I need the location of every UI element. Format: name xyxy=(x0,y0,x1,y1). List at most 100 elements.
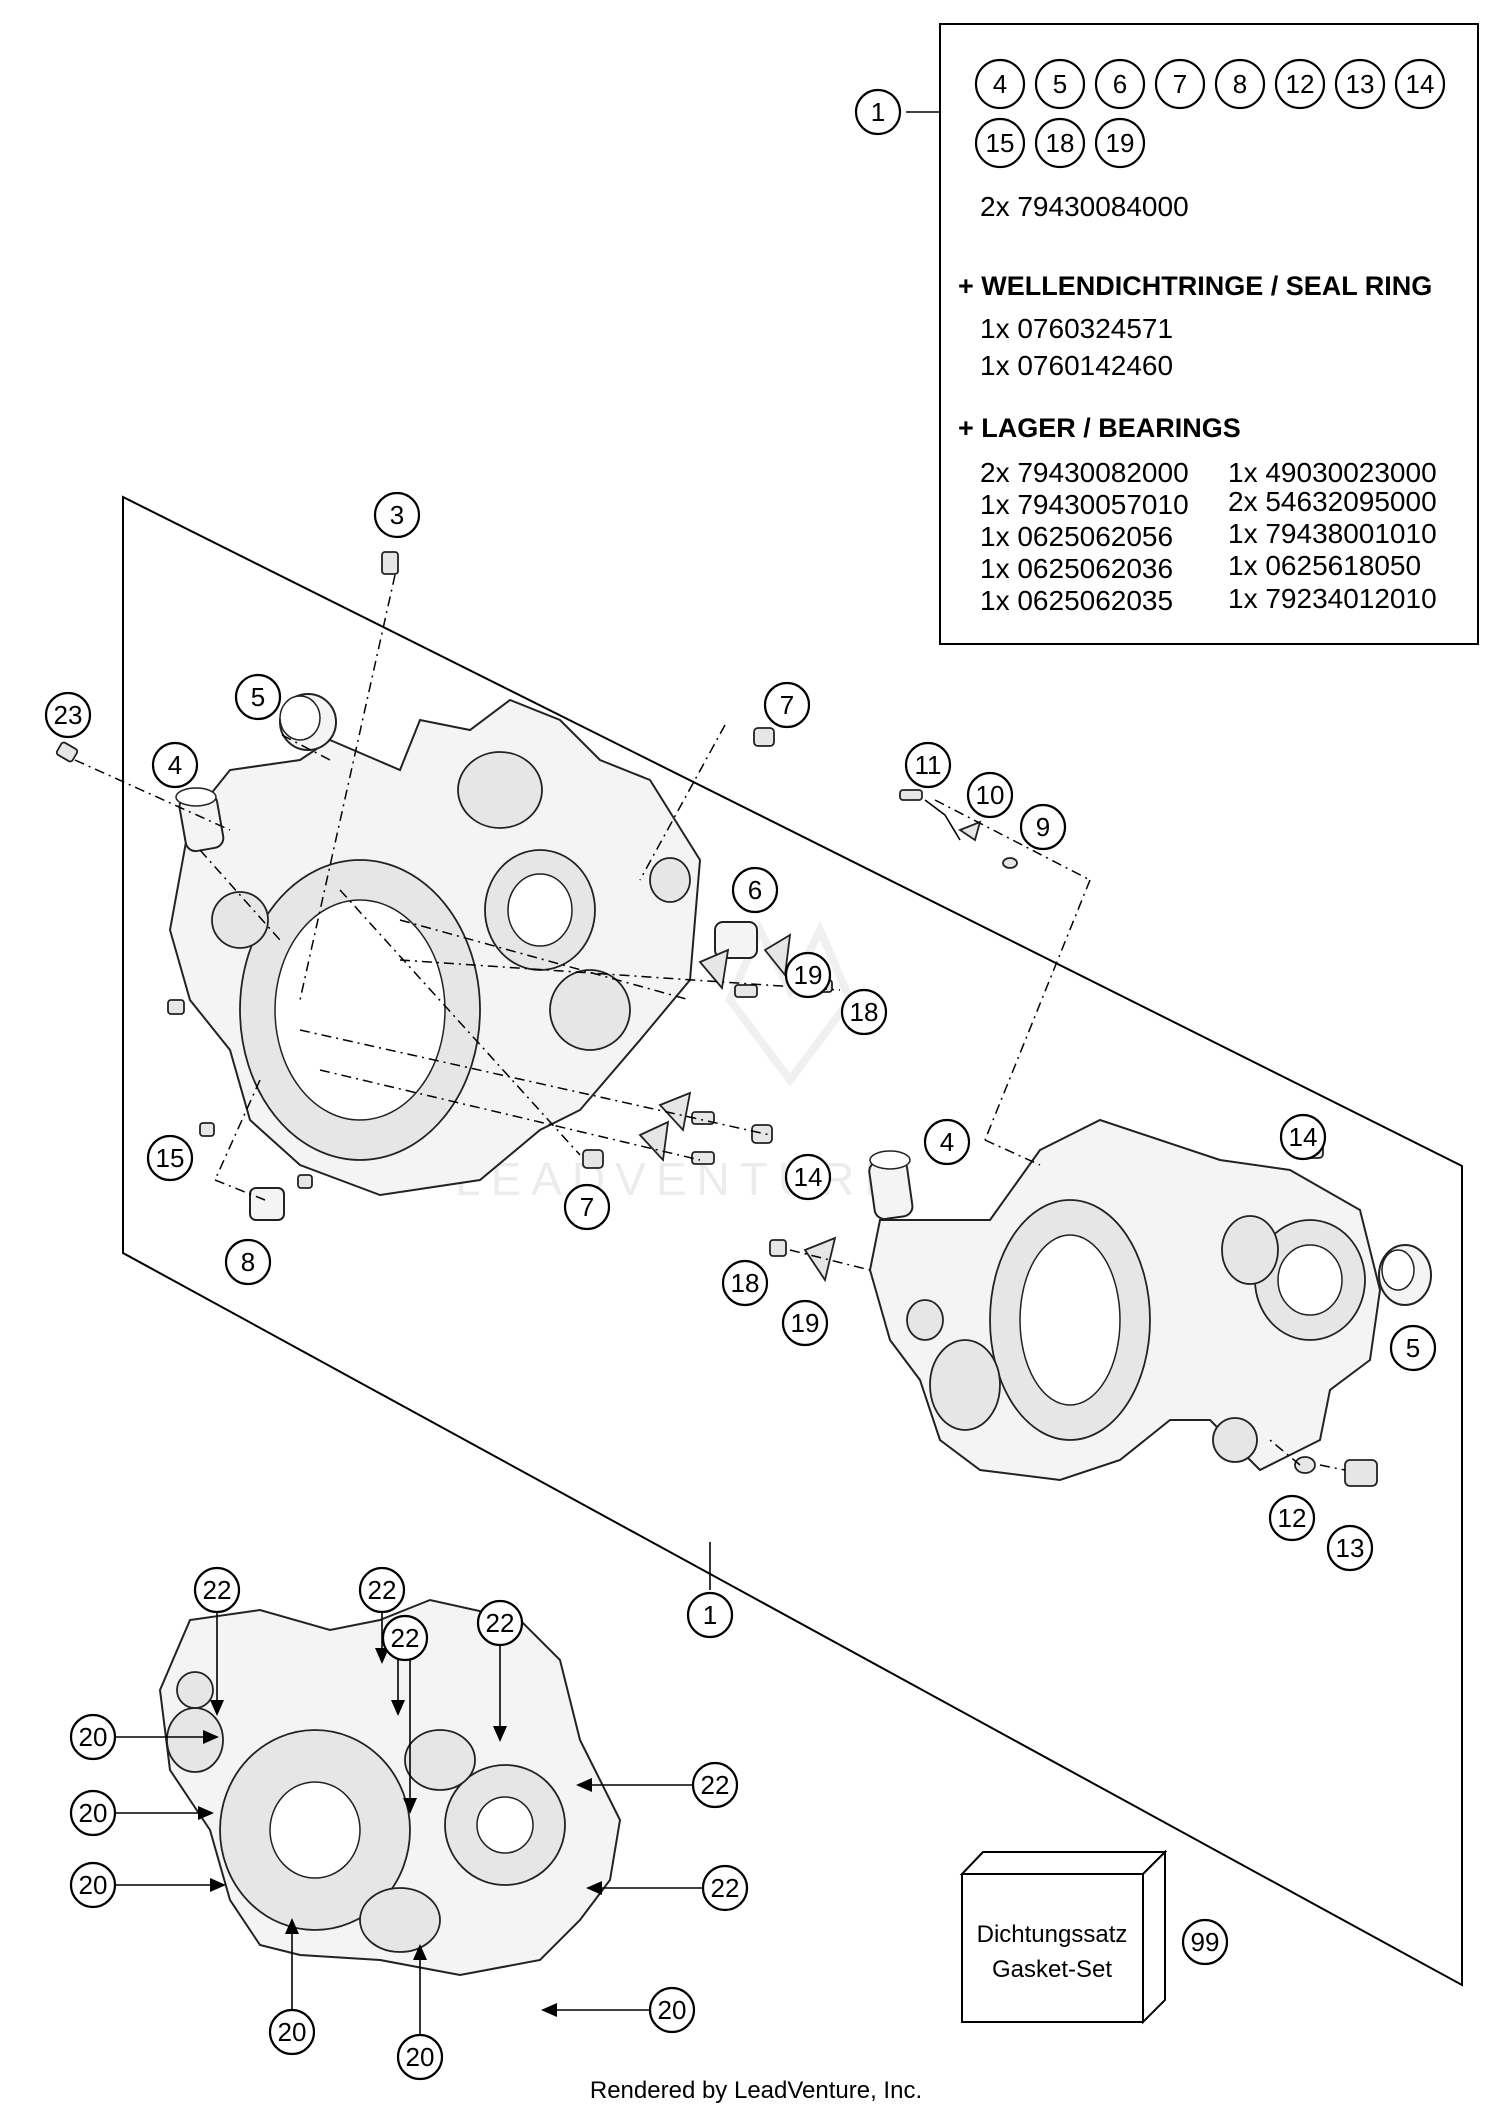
svg-text:18: 18 xyxy=(850,997,879,1027)
svg-text:5: 5 xyxy=(251,682,265,712)
bearing-item: 2x 79430082000 xyxy=(980,457,1189,488)
svg-text:4: 4 xyxy=(940,1127,954,1157)
svg-text:9: 9 xyxy=(1036,812,1050,842)
svg-text:7: 7 xyxy=(580,1192,594,1222)
svg-text:19: 19 xyxy=(791,1308,820,1338)
callout-20[interactable]: 20 xyxy=(69,1861,117,1909)
callout-14[interactable]: 14 xyxy=(784,1153,832,1201)
svg-text:1: 1 xyxy=(703,1600,717,1630)
callout-20[interactable]: 20 xyxy=(648,1986,696,2034)
case-inner-view xyxy=(158,1598,622,1977)
callout-6[interactable]: 6 xyxy=(731,866,779,914)
right-crankcase-half xyxy=(868,1118,1382,1482)
bearing-item: 1x 49030023000 xyxy=(1228,457,1437,488)
kit-item-number-label: 12 xyxy=(1286,69,1315,99)
kit-item-number[interactable]: 18 xyxy=(1034,117,1086,169)
callout-22[interactable]: 22 xyxy=(381,1614,429,1662)
callout-22[interactable]: 22 xyxy=(193,1566,241,1614)
kit-item-number-label: 7 xyxy=(1173,69,1187,99)
bearing-item: 1x 0625062035 xyxy=(980,585,1173,616)
bearing-item: 1x 79438001010 xyxy=(1228,518,1437,549)
callout-5[interactable]: 5 xyxy=(234,673,282,721)
callout-18[interactable]: 18 xyxy=(840,988,888,1036)
kit-item-number[interactable]: 8 xyxy=(1214,58,1266,110)
kit-item-number-label: 14 xyxy=(1406,69,1435,99)
callout-15[interactable]: 15 xyxy=(146,1134,194,1182)
seal-item: 1x 0760324571 xyxy=(980,313,1173,344)
callout-11[interactable]: 11 xyxy=(904,741,952,789)
kit-item-number-label: 4 xyxy=(993,69,1007,99)
svg-text:20: 20 xyxy=(79,1798,108,1828)
kit-item-number[interactable]: 6 xyxy=(1094,58,1146,110)
callout-1[interactable]: 1 xyxy=(686,1591,734,1639)
kit-item-number[interactable]: 7 xyxy=(1154,58,1206,110)
kit-item-number[interactable]: 12 xyxy=(1274,58,1326,110)
bearing-item: 2x 54632095000 xyxy=(1228,486,1437,517)
callout-13[interactable]: 13 xyxy=(1326,1524,1374,1572)
callout-10[interactable]: 10 xyxy=(966,771,1014,819)
callout-22[interactable]: 22 xyxy=(358,1566,406,1614)
svg-text:22: 22 xyxy=(486,1608,515,1638)
kit-item-number[interactable]: 19 xyxy=(1094,117,1146,169)
callout-20[interactable]: 20 xyxy=(69,1789,117,1837)
callout-22[interactable]: 22 xyxy=(476,1599,524,1647)
callout-9[interactable]: 9 xyxy=(1019,803,1067,851)
callout-12[interactable]: 12 xyxy=(1268,1494,1316,1542)
callout-99[interactable]: 99 xyxy=(1181,1918,1229,1966)
callout-7[interactable]: 7 xyxy=(563,1183,611,1231)
seal-ring-heading: + WELLENDICHTRINGE / SEAL RING xyxy=(958,271,1432,301)
svg-text:14: 14 xyxy=(1289,1122,1318,1152)
svg-text:5: 5 xyxy=(1406,1333,1420,1363)
kit-item-number-label: 13 xyxy=(1346,69,1375,99)
left-crankcase-half xyxy=(168,698,702,1197)
svg-text:20: 20 xyxy=(79,1870,108,1900)
kit-item-number[interactable]: 5 xyxy=(1034,58,1086,110)
svg-text:20: 20 xyxy=(658,1995,687,2025)
bearing-item: 1x 79430057010 xyxy=(980,489,1189,520)
gasket-set-box: Dichtungssatz Gasket-Set xyxy=(959,1849,1168,2025)
callout-23[interactable]: 23 xyxy=(44,691,92,739)
callout-14[interactable]: 14 xyxy=(1279,1113,1327,1161)
gasket-label-en: Gasket-Set xyxy=(992,1956,1112,1983)
bearing-item: 1x 0625618050 xyxy=(1228,550,1421,581)
svg-text:10: 10 xyxy=(976,780,1005,810)
leader-lines xyxy=(74,574,1346,2035)
callout-18[interactable]: 18 xyxy=(721,1259,769,1307)
callout-22[interactable]: 22 xyxy=(701,1864,749,1912)
callout-5[interactable]: 5 xyxy=(1389,1324,1437,1372)
seal-item: 1x 0760142460 xyxy=(980,350,1173,381)
svg-text:22: 22 xyxy=(701,1770,730,1800)
bearing-item: 1x 0625062056 xyxy=(980,521,1173,552)
kit-item-number[interactable]: 13 xyxy=(1334,58,1386,110)
kit-item-number[interactable]: 14 xyxy=(1394,58,1446,110)
callout-4[interactable]: 4 xyxy=(151,741,199,789)
kit-item-number-label: 18 xyxy=(1046,128,1075,158)
callout-19[interactable]: 19 xyxy=(781,1299,829,1347)
assembly-frame xyxy=(122,495,1463,1987)
callout-22[interactable]: 22 xyxy=(691,1761,739,1809)
watermark-text: LEADVENTURE xyxy=(455,1153,905,1205)
kit-item-number[interactable]: 4 xyxy=(974,58,1026,110)
svg-text:7: 7 xyxy=(780,690,794,720)
svg-text:15: 15 xyxy=(156,1143,185,1173)
svg-text:20: 20 xyxy=(406,2042,435,2072)
callout-7[interactable]: 7 xyxy=(763,681,811,729)
svg-text:22: 22 xyxy=(368,1575,397,1605)
callout-3[interactable]: 3 xyxy=(373,491,421,539)
svg-text:13: 13 xyxy=(1336,1533,1365,1563)
callout-8[interactable]: 8 xyxy=(224,1238,272,1286)
callout-4[interactable]: 4 xyxy=(923,1118,971,1166)
callout-19[interactable]: 19 xyxy=(784,951,832,999)
bearing-item: 1x 79234012010 xyxy=(1228,583,1437,614)
callout-20[interactable]: 20 xyxy=(69,1713,117,1761)
kit-item-number[interactable]: 15 xyxy=(974,117,1026,169)
svg-text:22: 22 xyxy=(203,1575,232,1605)
svg-text:14: 14 xyxy=(794,1162,823,1192)
callout-kit[interactable]: 1 xyxy=(854,88,902,136)
gasket-label-de: Dichtungssatz xyxy=(977,1921,1128,1948)
callout-20[interactable]: 20 xyxy=(396,2033,444,2081)
callout-20[interactable]: 20 xyxy=(268,2008,316,2056)
svg-text:99: 99 xyxy=(1191,1927,1220,1957)
